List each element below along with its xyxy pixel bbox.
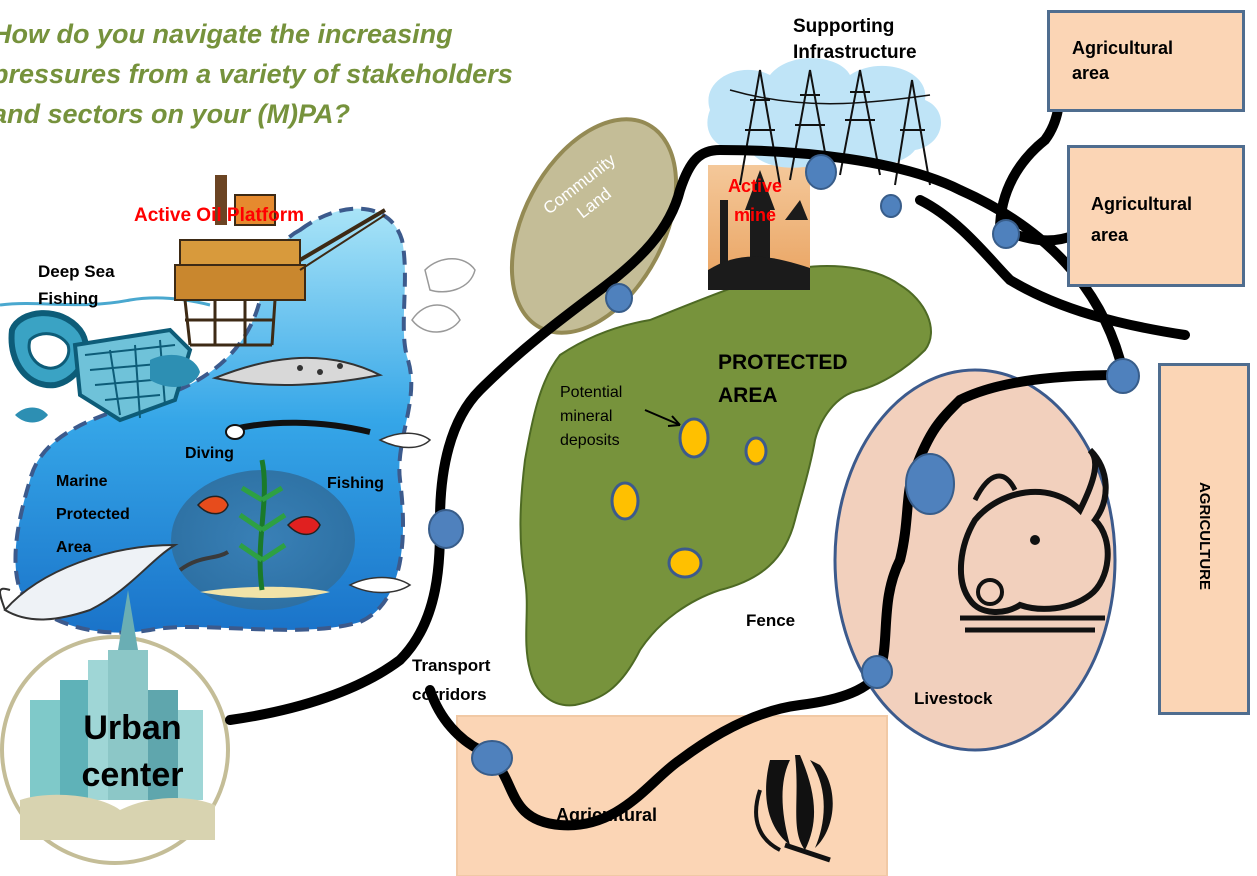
question-line-2: pressures from a variety of stakeholders xyxy=(0,59,513,89)
road-node xyxy=(805,154,837,190)
fishing-label: Fishing xyxy=(327,475,384,492)
question-line-1: How do you navigate the increasing xyxy=(0,19,453,49)
agriculture-vertical-box xyxy=(1158,363,1250,715)
agricultural-area-label-2: Agricultural area xyxy=(1091,189,1192,251)
road-node xyxy=(1106,358,1140,394)
label-line: Agricultural xyxy=(1091,194,1193,214)
agricultural-area-box-2 xyxy=(1067,145,1245,287)
label-line: Active xyxy=(728,176,783,196)
livestock-label: Livestock xyxy=(914,689,993,708)
road-node xyxy=(428,509,464,549)
label-line: Area xyxy=(56,539,92,556)
label-line: Supporting xyxy=(793,16,895,37)
agricultural-bottom-label: Agricultural xyxy=(556,805,658,825)
mineral-arrow xyxy=(644,409,681,426)
protected-area-label: PROTECTED AREA xyxy=(718,346,848,412)
label-line: Marine xyxy=(56,473,108,490)
road-node xyxy=(880,194,902,218)
road-node xyxy=(471,740,513,776)
label-line: Agricultural xyxy=(1072,38,1174,58)
label-line: corridors xyxy=(412,685,487,704)
deep-sea-fishing-illustration xyxy=(0,296,211,423)
corn-icon xyxy=(754,755,833,863)
livestock-area-shape xyxy=(833,368,1117,752)
shell-illustration-2 xyxy=(411,304,461,333)
shell-illustration xyxy=(424,258,476,293)
road-nodes xyxy=(428,154,1140,776)
pig-icon xyxy=(957,447,1111,633)
label-line: mineral xyxy=(560,408,613,425)
agricultural-area-label-1: Agricultural area xyxy=(1072,36,1173,86)
potential-mineral-deposits-label: Potential mineral deposits xyxy=(560,381,622,453)
label-line: PROTECTED xyxy=(718,351,848,374)
question-text: How do you navigate the increasing press… xyxy=(0,14,592,134)
question-line-3: and sectors on your (M)PA? xyxy=(0,99,351,129)
label-line: mine xyxy=(734,205,777,225)
road-node xyxy=(992,219,1020,249)
mineral-deposit xyxy=(610,481,640,521)
diving-label: Diving xyxy=(185,445,234,462)
city-skyline-icon xyxy=(20,590,215,840)
marine-protected-area-label: Marine Protected Area xyxy=(56,465,130,564)
community-land-shape xyxy=(509,117,679,335)
label-line: Potential xyxy=(560,384,623,401)
label-line: deposits xyxy=(560,432,620,449)
agricultural-area-box-1 xyxy=(1047,10,1245,112)
label-line: Transport xyxy=(412,656,491,675)
active-oil-platform-label: Active Oil Platform xyxy=(134,205,304,226)
active-mine-illustration xyxy=(708,165,810,290)
agriculture-label: AGRICULTURE xyxy=(1196,481,1213,591)
label-line: Fishing xyxy=(38,289,99,308)
transport-corridors-label: Transport corridors xyxy=(412,651,490,709)
road-node xyxy=(905,453,955,515)
fence-label: Fence xyxy=(746,611,796,630)
active-mine-label: Active mine xyxy=(728,172,782,230)
label-line: AREA xyxy=(718,384,778,407)
supporting-infrastructure-label: Supporting Infrastructure xyxy=(793,14,917,66)
label-line: Infrastructure xyxy=(793,42,917,63)
label-line: Urban xyxy=(83,709,182,747)
road-node xyxy=(861,655,893,689)
mineral-deposit xyxy=(744,436,768,466)
mineral-deposit xyxy=(667,547,703,579)
road-node xyxy=(605,283,633,313)
mineral-deposit xyxy=(678,417,710,459)
label-line: center xyxy=(81,756,184,794)
agricultural-bottom-box xyxy=(456,715,888,876)
label-line: area xyxy=(1091,225,1129,245)
marine-life-illustration xyxy=(0,356,432,621)
oil-platform-illustration xyxy=(174,175,387,347)
deep-sea-fishing-label: Deep Sea Fishing xyxy=(38,258,115,312)
label-line: area xyxy=(1072,63,1110,83)
label-line: Deep Sea xyxy=(38,262,115,281)
label-line: Protected xyxy=(56,506,130,523)
urban-center-label: Urban center xyxy=(70,705,195,799)
